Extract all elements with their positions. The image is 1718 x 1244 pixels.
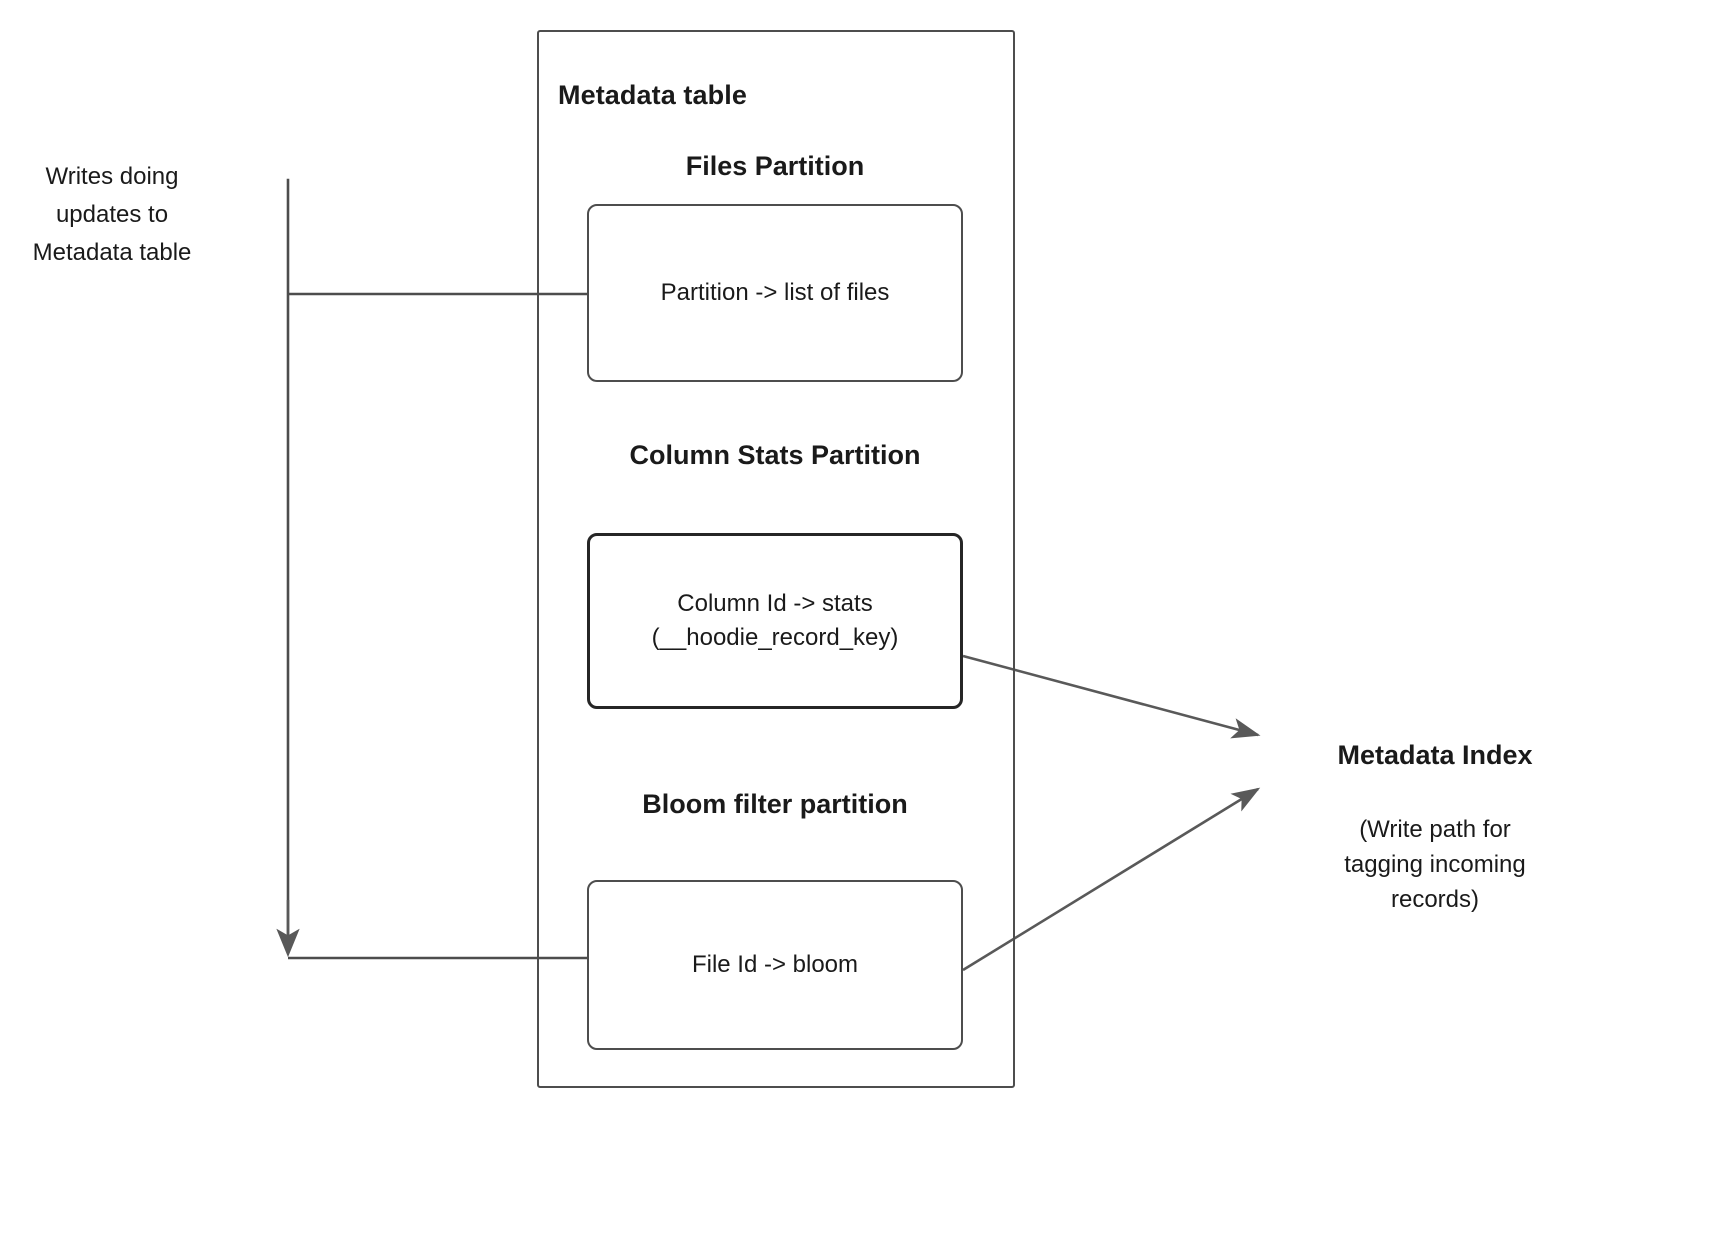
metadata-index-caption: (Write path for tagging incoming records… <box>1344 816 1526 913</box>
metadata-table-container <box>537 30 1015 1088</box>
column-stats-partition-box-text: Column Id -> stats (__hoodie_record_key) <box>651 590 899 651</box>
metadata-index-title: Metadata Index <box>1337 740 1533 770</box>
files-partition-title: Files Partition <box>685 151 865 181</box>
writes-source-label: Writes doing updates to Metadata table <box>32 163 192 266</box>
bloom-filter-partition-title: Bloom filter partition <box>642 789 908 819</box>
column-stats-partition-box[interactable]: Column Id -> stats (__hoodie_record_key) <box>587 533 963 709</box>
column-stats-partition-title: Column Stats Partition <box>629 440 921 470</box>
files-partition-box[interactable]: Partition -> list of files <box>587 204 963 382</box>
files-partition-box-text: Partition -> list of files <box>660 279 890 306</box>
bloom-filter-partition-box-text: File Id -> bloom <box>691 951 859 978</box>
metadata-table-title: Metadata table <box>558 80 747 110</box>
bloom-filter-partition-box[interactable]: File Id -> bloom <box>587 880 963 1050</box>
